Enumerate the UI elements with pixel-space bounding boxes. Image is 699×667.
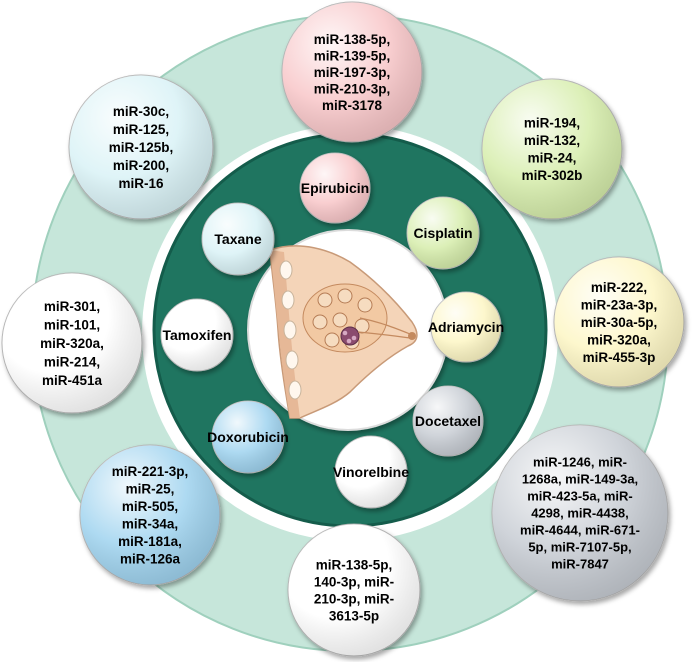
mirna-line: miR-320a, [40,336,104,351]
mirna-bubble-vinorelbine: miR-138-5p, 140-3p, miR- 210-3p, miR- 3613-… [287,523,421,657]
breast-anatomy-icon [247,229,449,431]
drug-label: Tamoxifen [163,327,232,343]
mirna-bubble-taxane: miR-30c, miR-125, miR-125b, miR-200, miR-16 [68,74,214,220]
mirna-bubble-docetaxel: miR-1246, miR- 1268a, miR-149-3a, miR-423-… [491,424,669,602]
mirna-line: miR-3178 [322,98,383,113]
drug-label: Vinorelbine [333,464,409,480]
mirna-bubble-tamoxifen: miR-301, miR-101, miR-320a, miR-214, miR-451… [1,272,143,414]
mirna-line: miR-138-5p, [314,32,391,47]
mirna-line: miR-138-5p, [316,557,393,572]
mirna-line: miR-101, [44,317,100,332]
mirna-line: miR-301, [44,299,100,314]
mirna-line: 4298, miR-4438, [531,506,629,521]
mirna-bubble-adriamycin: miR-222, miR-23a-3p, miR-30a-5p, miR-320a, m… [553,256,685,388]
mirna-line: 140-3p, miR- [314,574,394,589]
drug-bubble-tamoxifen: Tamoxifen [160,298,234,372]
mirna-line: miR-505, [122,499,178,514]
drug-bubble-vinorelbine: Vinorelbine [333,435,409,509]
mirna-line: miR-210-3p, [314,81,391,96]
mirna-line: miR-1246, miR- [533,455,627,470]
mirna-line: miR-34a, [122,517,178,532]
mirna-line: miR-451a [42,373,103,388]
drug-bubble-doxorubicin: Doxorubicin [207,400,289,474]
mirna-line: miR-7847 [551,557,609,572]
mirna-line: 210-3p, miR- [314,591,394,606]
mirna-line: miR-320a, [587,332,651,347]
mirna-line: 1268a, miR-149-3a, [522,472,638,487]
drug-label: Docetaxel [415,413,481,429]
mirna-line: 3613-5p [329,608,379,623]
drug-bubble-adriamycin: Adriamycin [428,291,504,363]
mirna-line: miR-126a [120,552,181,567]
mirna-line: 5p, miR-7107-5p, [528,540,631,555]
drug-label: Epirubicin [301,180,369,196]
mirna-line: miR-455-3p [583,350,656,365]
mirna-line: miR-30c, [113,104,169,119]
mirna-line: miR-16 [118,176,164,191]
mirna-line: miR-302b [522,168,583,183]
drug-bubble-docetaxel: Docetaxel [412,385,484,457]
mirna-line: miR-23a-3p, [581,297,658,312]
mirna-line: miR-197-3p, [314,65,391,80]
mirna-line: miR-125b, [109,140,174,155]
drug-label: Doxorubicin [207,429,289,445]
mirna-line: miR-221-3p, [112,464,189,479]
mirna-line: miR-222, [591,280,647,295]
mirna-line: miR-24, [528,151,577,166]
mirna-bubble-doxorubicin: miR-221-3p, miR-25, miR-505, miR-34a, miR-18… [79,444,221,586]
mirna-bubble-cisplatin: miR-194, miR-132, miR-24, miR-302b [481,78,623,220]
mirna-bubble-epirubicin: miR-138-5p,miR-139-5p, miR-197-3p,miR-210… [281,1,423,143]
mirna-line: miR-423-5a, miR- [527,489,632,504]
mirna-line: miR-30a-5p, [581,315,658,330]
mirna-line: miR-200, [113,158,169,173]
mirna-line: miR-25, [126,482,175,497]
drug-label: Cisplatin [413,225,472,241]
drug-bubble-cisplatin: Cisplatin [406,196,480,270]
mirna-line: miR-139-5p, [314,48,391,63]
mirna-line: miR-214, [44,354,100,369]
drug-label: Adriamycin [428,319,504,335]
mirna-line: miR-194, [524,116,580,131]
drug-bubble-epirubicin: Epirubicin [299,152,371,224]
drug-label: Taxane [214,231,261,247]
mirna-line: miR-4644, miR-671- [520,523,640,538]
drug-bubble-taxane: Taxane [201,202,275,276]
mirna-line: miR-132, [524,133,580,148]
mirna-line: miR-181a, [118,534,182,549]
mirna-line: miR-125, [113,122,169,137]
